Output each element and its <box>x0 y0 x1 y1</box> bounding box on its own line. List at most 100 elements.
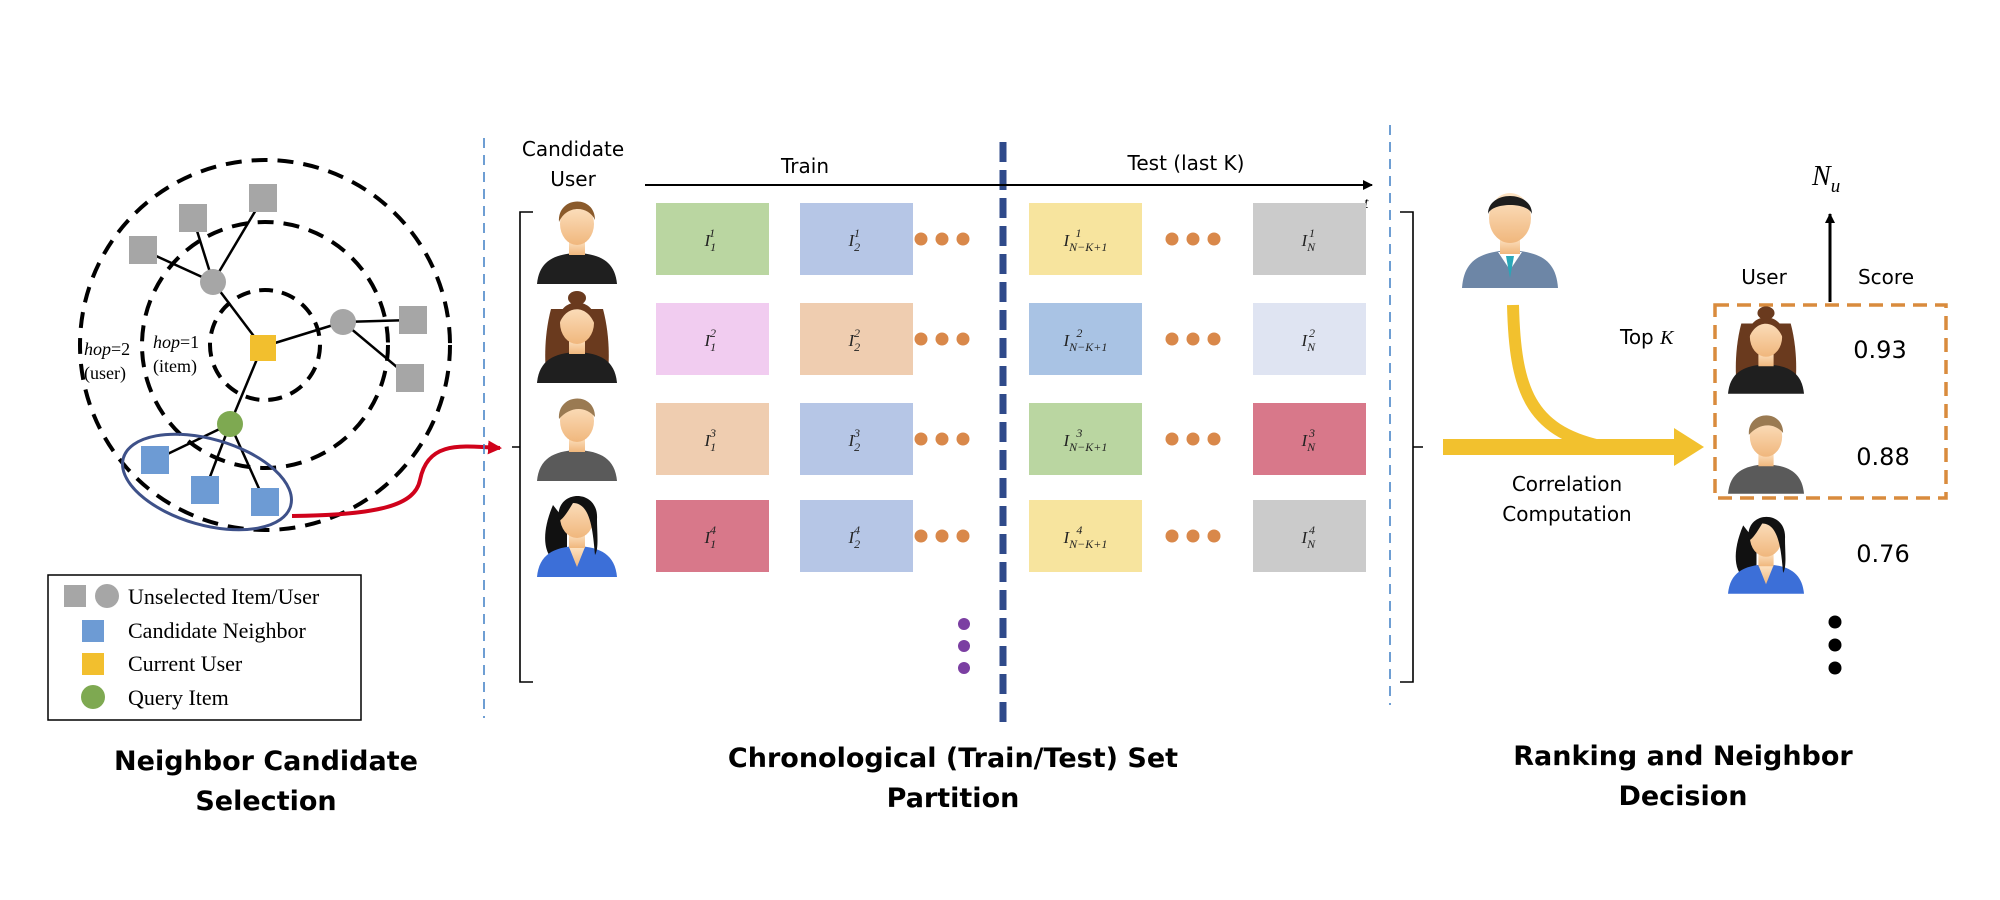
ellipsis-dot <box>935 432 949 446</box>
ellipsis-dot <box>1186 432 1200 446</box>
hop2-ring <box>78 158 452 532</box>
ellipsis-dot <box>914 529 928 543</box>
item-cell-label: I24 <box>848 523 861 551</box>
section-title-selection-1: Neighbor Candidate <box>114 746 418 777</box>
unselected-user-node <box>330 309 356 335</box>
ellipsis-dot <box>1207 529 1221 543</box>
man-grey-shirt-avatar <box>1728 415 1804 494</box>
output-symbol: Nu <box>1811 161 1840 197</box>
section-title-selection-2: Selection <box>195 786 336 817</box>
ellipsis-dot <box>1165 432 1179 446</box>
ellipsis-dot <box>1828 661 1842 675</box>
query-item-node <box>217 411 243 437</box>
item-cell-label: I23 <box>848 426 861 454</box>
ellipsis-dot <box>1186 529 1200 543</box>
ellipsis-dot <box>914 332 928 346</box>
selection-arrow <box>291 440 502 518</box>
hop1-ring <box>140 220 390 470</box>
item-cell-label: IN3 <box>1301 426 1317 454</box>
ellipsis-dot <box>935 232 949 246</box>
ellipsis-dot <box>1207 232 1221 246</box>
query-item-swatch <box>81 685 105 709</box>
ellipsis-dot <box>958 662 970 674</box>
ellipsis-dot <box>935 529 949 543</box>
item-cell <box>1029 303 1142 375</box>
matrix-row: I12 I22 IN−K+12 IN2 <box>656 303 1366 375</box>
item-cell <box>1029 203 1142 275</box>
user-header: User <box>1741 265 1787 289</box>
unselected-item-node <box>249 184 277 212</box>
woman-black-hair-avatar <box>537 495 617 577</box>
item-cell <box>800 303 913 375</box>
item-cell <box>656 500 769 572</box>
query-user-avatar <box>1462 193 1558 288</box>
man-grey-shirt-avatar <box>537 398 617 481</box>
item-cell-label: IN2 <box>1301 326 1317 354</box>
man-brown-hair-avatar <box>537 201 617 284</box>
hop2-label: hop=2 <box>84 339 130 359</box>
neighbor-graph: hop=2 (user) hop=1 (item) <box>78 158 502 532</box>
ellipsis-dot <box>1207 332 1221 346</box>
ellipsis-dot <box>956 432 970 446</box>
candidate-neighbor-node <box>191 476 219 504</box>
legend-label-current-user: Current User <box>128 651 243 676</box>
score-value: 0.76 <box>1856 540 1909 568</box>
item-cell <box>1029 500 1142 572</box>
item-cell-label: IN1 <box>1301 226 1317 254</box>
time-axis-label: t <box>1364 195 1369 212</box>
timeline-header: Candidate User Train Test (last K) t <box>522 137 1373 212</box>
woman-long-hair-avatar <box>537 291 617 383</box>
correlation-arrow-curve <box>1507 304 1602 452</box>
legend: Unselected Item/User Candidate Neighbor … <box>47 574 362 721</box>
matrix-row: I13 I23 IN−K+13 IN3 <box>656 403 1366 475</box>
item-cell <box>1029 403 1142 475</box>
hop0-ring <box>208 288 322 402</box>
unselected-user-node <box>200 269 226 295</box>
item-cell-label: IN−K+13 <box>1063 426 1108 454</box>
ellipsis-dot <box>1186 332 1200 346</box>
candidate-user-label-1: Candidate <box>522 137 624 161</box>
legend-label-unselected: Unselected Item/User <box>128 584 320 609</box>
item-cell <box>1253 403 1366 475</box>
woman-long-hair-avatar <box>1728 306 1804 394</box>
legend-label-candidate: Candidate Neighbor <box>128 618 306 643</box>
candidate-neighbor-node <box>141 446 169 474</box>
hop1-label: hop=1 <box>153 332 199 352</box>
item-cell-label: IN4 <box>1301 523 1317 551</box>
item-cell-label: IN−K+11 <box>1063 226 1107 254</box>
item-cell-label: I13 <box>704 426 717 454</box>
legend-label-query-item: Query Item <box>128 685 229 710</box>
score-value: 0.88 <box>1856 443 1909 471</box>
unselected-user-swatch <box>95 584 119 608</box>
unselected-item-node <box>129 236 157 264</box>
candidate-users <box>537 201 617 577</box>
item-cell <box>800 500 913 572</box>
section-title-ranking-1: Ranking and Neighbor <box>1513 741 1853 772</box>
ellipsis-dot <box>956 529 970 543</box>
item-cell <box>1253 500 1366 572</box>
score-value: 0.93 <box>1853 336 1906 364</box>
ellipsis-dot <box>1186 232 1200 246</box>
right-bracket <box>1400 211 1423 683</box>
correlation-label-2: Computation <box>1502 502 1631 526</box>
item-cell-label: I12 <box>704 326 717 354</box>
correlation-label-1: Correlation <box>1512 472 1622 496</box>
ranked-users <box>1728 306 1804 594</box>
ellipsis-dot <box>956 332 970 346</box>
candidate-neighbor-swatch <box>82 620 104 642</box>
item-cell-label: I22 <box>848 326 861 354</box>
ellipsis-dot <box>935 332 949 346</box>
current-user-node <box>250 335 276 361</box>
woman-black-hair-avatar <box>1728 516 1804 594</box>
item-cell <box>656 203 769 275</box>
item-cell-label: I11 <box>704 226 716 254</box>
test-label: Test (last K) <box>1127 151 1245 175</box>
more-users-dots <box>958 618 970 674</box>
candidate-neighbor-node <box>251 488 279 516</box>
item-cell-label: IN−K+12 <box>1063 326 1108 354</box>
item-cell <box>1253 203 1366 275</box>
